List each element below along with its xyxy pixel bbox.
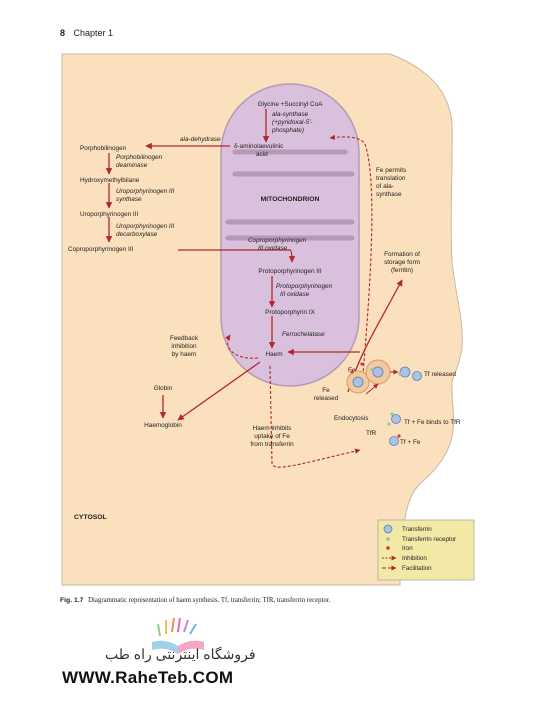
iron-icon — [360, 362, 364, 366]
receptor-icon — [398, 372, 402, 376]
label-hmb: Hydroxymethylbilane — [80, 177, 140, 184]
label-fe-permits-3: of ala- — [376, 183, 394, 190]
label-feedback-3: by haem — [172, 351, 197, 358]
label-ferrochelatase: Ferrochelatase — [282, 331, 325, 338]
page-number: 8 — [60, 28, 66, 38]
arrow-vesicle — [365, 383, 379, 395]
label-uro-synthase-2: synthase — [116, 196, 142, 203]
label-fe-permits-4: synthase — [376, 191, 402, 198]
transferrin-icon — [412, 371, 422, 381]
iron-icon — [397, 434, 401, 438]
label-fe-released-2: released — [314, 395, 339, 402]
label-fe-permits-1: Fe permits — [376, 167, 406, 174]
label-uro-decarboxylase-2: decarboxylase — [116, 231, 158, 238]
logo-url: WWW.RaheTeb.COM — [62, 668, 234, 687]
legend-receptor-icon — [386, 537, 390, 541]
label-haem-inhibits-3: from transferrin — [250, 441, 294, 448]
label-ala-dehydrase: ala-dehydrase — [180, 136, 221, 143]
legend-iron: Iron — [402, 545, 413, 552]
figure-caption: Fig. 1.7 Diagrammatic representation of … — [60, 597, 330, 604]
receptor-icon — [390, 412, 394, 416]
arrow-feedback-inhibition — [225, 334, 259, 359]
label-tfr: TfR — [366, 430, 377, 437]
label-fe-released-1: Fe — [322, 387, 330, 394]
legend-facilitation: Facilitation — [402, 565, 432, 572]
label-haem-inhibits-2: uptake of Fe — [254, 433, 290, 440]
label-feedback-1: Feedback — [170, 335, 199, 342]
receptor-icon — [387, 422, 391, 426]
transferrin-icon — [389, 436, 399, 446]
label-ala-2: acid — [256, 151, 268, 158]
legend-iron-icon — [386, 546, 390, 550]
label-haem-inhibits-1: Haem inhibits — [253, 425, 292, 432]
figure-label: Fig. 1.7 — [60, 597, 84, 604]
label-tf-fe-binds: Tf + Fe binds to TfR — [404, 419, 461, 426]
receptor-icon — [370, 368, 374, 372]
label-ala-synthase-2: (+pyridoxal-5'- — [272, 119, 312, 126]
legend-transferrin-icon — [383, 524, 393, 534]
label-protoporphyrin: Protoporphyrin IX — [265, 309, 315, 316]
transferrin-cycle — [346, 359, 422, 446]
book-logo — [152, 617, 204, 654]
transferrin-icon — [399, 366, 411, 378]
label-porphobilinogen: Porphobilinogen — [80, 145, 127, 152]
logo-persian-text: فروشگاه اینترنتی راه طب — [105, 646, 256, 662]
label-haemoglobin: Haemoglobin — [144, 422, 182, 429]
legend: Transferrin Transferrin receptor Iron In… — [377, 519, 475, 581]
transferrin-icon — [391, 414, 401, 424]
label-storage-3: (ferritin) — [391, 267, 413, 274]
label-cytosol: CYTOSOL — [74, 514, 107, 521]
label-ala-synthase-3: phosphate) — [271, 127, 304, 134]
transferrin-icon — [352, 376, 364, 388]
legend-receptor: Transferrin receptor — [402, 536, 456, 543]
label-ala: δ-aminolaevulinic — [234, 143, 284, 150]
label-tf-released: Tf released — [424, 371, 456, 378]
label-feedback-2: inhibition — [171, 343, 197, 350]
label-storage-2: storage form — [384, 259, 420, 266]
transferrin-icon — [372, 366, 384, 378]
label-ala-synthase-1: ala-synthase — [272, 111, 309, 118]
label-pbg-deaminase-2: deaminase — [116, 162, 148, 169]
label-endocytosis: Endocytosis — [334, 415, 368, 422]
label-glycine-succinyl: Glycine +Succinyl CoA — [258, 101, 324, 108]
figure-caption-text: Diagrammatic representation of haem synt… — [88, 597, 331, 604]
mitochondrion — [220, 83, 360, 387]
legend-inhibition: Inhibition — [402, 555, 427, 562]
label-copro-oxidase-2: III oxidase — [258, 245, 288, 252]
label-globin: Globin — [154, 385, 173, 392]
label-uroporphyrinogen: Uroporphyrinogen III — [80, 211, 138, 218]
label-storage-1: Formation of — [384, 251, 420, 258]
chapter-title: Chapter 1 — [73, 28, 114, 38]
label-coproporphyrinogen: Coproporphyrinogen III — [68, 246, 134, 253]
label-copro-oxidase-1: Coproporphyrinogen — [248, 237, 307, 244]
arrow-copro-into-mito — [178, 249, 296, 263]
label-fe-permits-2: translation — [376, 175, 406, 182]
iron-icon — [350, 370, 354, 374]
label-tf-plus-fe: Tf + Fe — [400, 439, 421, 446]
page-header: 8 Chapter 1 — [60, 28, 113, 38]
label-pbg-deaminase-1: Porphobilinogen — [116, 154, 163, 161]
book-icon — [152, 617, 204, 654]
arrow-fe-permits-ala-synthase — [329, 134, 373, 387]
label-haem: Haem — [265, 351, 282, 358]
label-proto-oxidase-2: III oxidase — [280, 291, 310, 298]
arrow-haem-to-haemoglobin — [177, 361, 261, 421]
label-uro-synthase-1: Uroporphyrinogen III — [116, 188, 174, 195]
label-uro-decarboxylase-1: Uroporphyrinogen III — [116, 223, 174, 230]
label-protoporphyrinogen: Protoporphyrinogen III — [258, 268, 321, 275]
legend-transferrin: Transferrin — [402, 526, 432, 533]
haem-synthesis-diagram: Glycine +Succinyl CoA ala-synthase (+pyr… — [61, 53, 475, 586]
label-mitochondrion: MITOCHONDRION — [261, 196, 320, 203]
label-proto-oxidase-1: Protoporphyrinogen — [276, 283, 333, 290]
